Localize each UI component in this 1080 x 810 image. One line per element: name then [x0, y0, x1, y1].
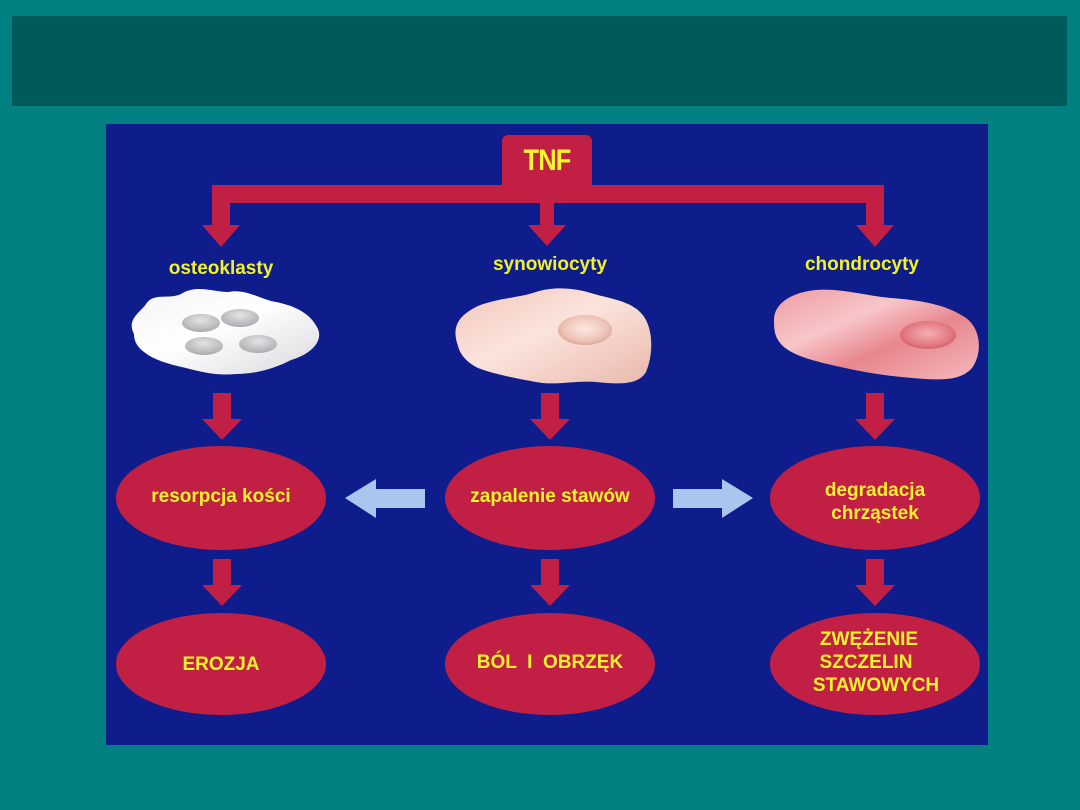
- outcome-line: SZCZELIN: [819, 652, 913, 673]
- arrow-down-icon: [530, 585, 570, 606]
- osteoclast-cell-icon: [131, 288, 320, 375]
- arrow-down-icon: [202, 419, 242, 440]
- effect-label-joint-inflammation: zapalenie stawów: [470, 486, 630, 507]
- down-arrows-row2: [202, 559, 895, 606]
- slide-title-bar: [12, 16, 1067, 106]
- tnf-connector: [202, 135, 894, 247]
- chondrocyte-cell-icon: [774, 289, 979, 380]
- effect-label-bone-resorption: resorpcja kości: [151, 486, 291, 507]
- effect-label-cartilage-degradation: degradacja chrząstek: [775, 479, 975, 525]
- cell-label-osteoclasts: osteoklasty: [168, 258, 274, 279]
- outcome-line: ZWĘŻENIE: [819, 629, 919, 650]
- node-cartilage-degradation: [770, 446, 980, 550]
- arrow-down-icon: [530, 419, 570, 440]
- diagram-canvas: [116, 135, 980, 715]
- node-joint-space-narrowing: [770, 613, 980, 715]
- arrow-down-icon: [855, 585, 895, 606]
- arrow-right-icon: [673, 479, 753, 518]
- tnf-box: [502, 135, 592, 195]
- node-pain-swelling: [445, 613, 655, 715]
- cell-label-chondrocytes: chondrocyty: [804, 254, 920, 275]
- effect-line: chrząstek: [831, 503, 919, 524]
- outcome-label-joint-space-narrowing: ZWĘŻENIE SZCZELIN STAWOWYCH: [775, 628, 975, 697]
- node-erosion: [116, 613, 326, 715]
- outcome-label-pain-swelling: BÓL I OBRZĘK: [476, 652, 624, 673]
- down-arrows-row1: [202, 393, 895, 440]
- diagram-panel: TNF osteoklasty synowiocyty chondrocyty …: [106, 124, 988, 745]
- outcome-label-erosion: EROZJA: [182, 654, 260, 675]
- cell-label-synoviocytes: synowiocyty: [492, 254, 608, 275]
- node-joint-inflammation: [445, 446, 655, 550]
- synoviocyte-cell-icon: [455, 288, 652, 384]
- arrow-down-icon: [528, 225, 566, 246]
- arrow-down-icon: [856, 225, 894, 247]
- arrow-down-icon: [202, 585, 242, 606]
- outcome-line: STAWOWYCH: [812, 675, 940, 696]
- effect-line: degradacja: [824, 480, 926, 501]
- arrow-left-icon: [345, 479, 425, 518]
- node-bone-resorption: [116, 446, 326, 550]
- arrow-down-icon: [202, 225, 240, 247]
- arrow-down-icon: [855, 419, 895, 440]
- tnf-label: TNF: [523, 144, 571, 177]
